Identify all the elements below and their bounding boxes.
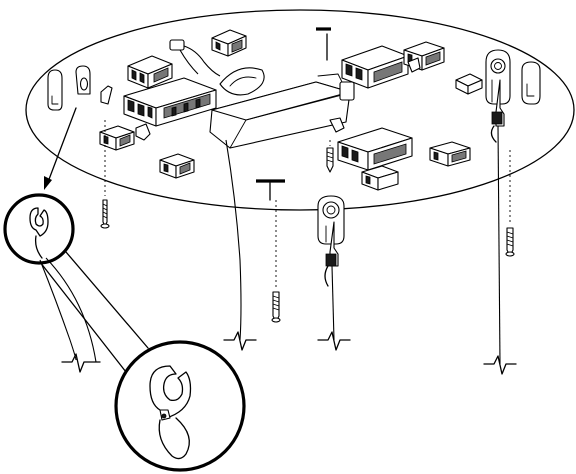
power-cable xyxy=(225,139,242,341)
screw-left xyxy=(100,120,110,229)
right-bracket xyxy=(521,61,541,105)
screw-center xyxy=(271,200,281,323)
connector-block-2 xyxy=(211,29,247,57)
screw-center-left xyxy=(326,140,334,173)
callout-arrow xyxy=(44,107,77,190)
ceiling-disk xyxy=(25,9,575,211)
clip-1 xyxy=(135,57,421,141)
connector-block-7 xyxy=(159,153,195,179)
driver-box xyxy=(209,73,355,149)
dish-part xyxy=(219,67,265,96)
right-cable xyxy=(497,125,501,365)
magnifier-link-2 xyxy=(39,261,127,373)
right-hook xyxy=(485,49,511,143)
connector-block-9 xyxy=(361,165,399,191)
connector-block-6 xyxy=(99,125,135,151)
left-bracket xyxy=(47,65,113,111)
connector-block-10 xyxy=(429,141,471,167)
connector-block-1 xyxy=(127,55,173,89)
connector-block-3 xyxy=(123,77,217,127)
magnifier-link-1 xyxy=(65,251,149,349)
wire-connector xyxy=(169,39,221,77)
connector-block-8 xyxy=(337,127,413,171)
detail-circle-large xyxy=(114,340,246,472)
center-cable xyxy=(331,265,335,341)
center-hook xyxy=(317,195,345,287)
power-cable-break xyxy=(223,331,257,351)
center-cable-break xyxy=(317,331,351,351)
connector-block-11 xyxy=(455,73,483,95)
screw-right xyxy=(505,150,515,257)
right-cable-break xyxy=(483,355,517,375)
connector-block-4 xyxy=(341,45,409,89)
detail-circle-small xyxy=(3,193,101,373)
